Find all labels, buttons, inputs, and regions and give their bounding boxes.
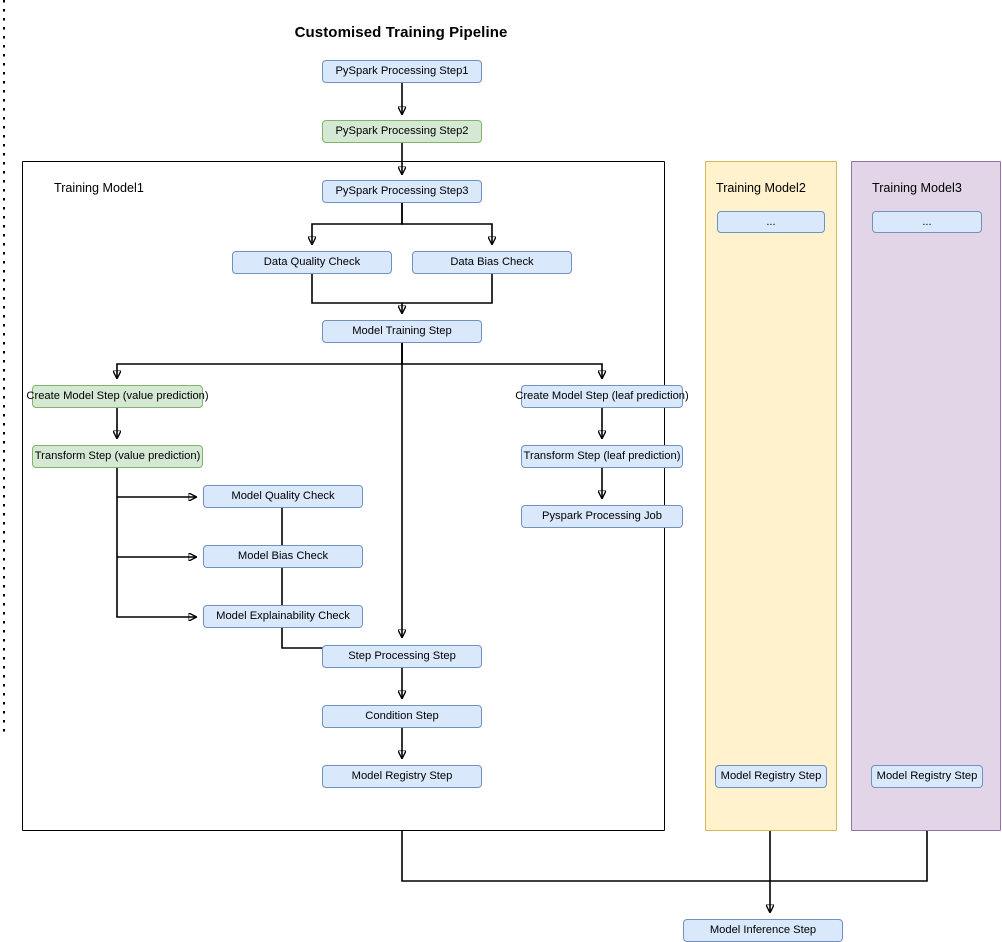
node-model-registry-step-model1[interactable]: Model Registry Step — [322, 765, 482, 788]
node-label: Condition Step — [365, 710, 439, 723]
node-label: Model Registry Step — [720, 770, 822, 783]
group-label-model3: Training Model3 — [872, 181, 962, 195]
group-training-model3 — [851, 161, 1001, 831]
node-pyspark-processing-job[interactable]: Pyspark Processing Job — [521, 505, 683, 528]
node-data-quality-check[interactable]: Data Quality Check — [232, 251, 392, 274]
node-label: Data Quality Check — [263, 256, 361, 269]
group-label-model1: Training Model1 — [54, 181, 144, 195]
node-step-processing-step[interactable]: Step Processing Step — [322, 645, 482, 668]
node-model-quality-check[interactable]: Model Quality Check — [203, 485, 363, 508]
node-model-inference-step[interactable]: Model Inference Step — [683, 919, 843, 942]
node-model-registry-step-model3[interactable]: Model Registry Step — [871, 765, 983, 788]
node-condition-step[interactable]: Condition Step — [322, 705, 482, 728]
node-create-model-step-value-prediction[interactable]: Create Model Step (value prediction) — [26, 385, 209, 408]
node-model-registry-step-model2[interactable]: Model Registry Step — [715, 765, 827, 788]
node-create-model-step-leaf-prediction[interactable]: Create Model Step (leaf prediction) — [515, 385, 689, 408]
node-label: Create Model Step (value prediction) — [26, 390, 209, 403]
node-label: Create Model Step (leaf prediction) — [515, 390, 689, 403]
node-label: Data Bias Check — [450, 256, 534, 269]
node-model-explainability-check[interactable]: Model Explainability Check — [203, 605, 363, 628]
node-pyspark-processing-step1[interactable]: PySpark Processing Step1 — [322, 60, 482, 83]
node-model2-ellipsis[interactable]: ... — [717, 211, 825, 233]
node-transform-step-value-prediction[interactable]: Transform Step (value prediction) — [32, 445, 203, 468]
node-pyspark-processing-step2[interactable]: PySpark Processing Step2 — [322, 120, 482, 143]
group-label-model2: Training Model2 — [716, 181, 806, 195]
node-model-bias-check[interactable]: Model Bias Check — [203, 545, 363, 568]
node-model3-ellipsis[interactable]: ... — [872, 211, 982, 233]
node-data-bias-check[interactable]: Data Bias Check — [412, 251, 572, 274]
node-label: Model Training Step — [352, 325, 452, 338]
group-training-model2 — [705, 161, 837, 831]
node-label: Model Registry Step — [876, 770, 978, 783]
page-edge-dotted-line — [3, 0, 5, 732]
node-label: Pyspark Processing Job — [541, 510, 662, 523]
node-model-training-step[interactable]: Model Training Step — [322, 320, 482, 343]
node-label: Transform Step (leaf prediction) — [523, 450, 681, 463]
node-label: PySpark Processing Step3 — [335, 185, 469, 198]
node-pyspark-processing-step3[interactable]: PySpark Processing Step3 — [322, 180, 482, 203]
node-label: ... — [922, 215, 932, 228]
node-label: Model Inference Step — [709, 924, 817, 937]
node-label: PySpark Processing Step2 — [335, 125, 469, 138]
node-label: Model Quality Check — [231, 490, 335, 503]
node-transform-step-leaf-prediction[interactable]: Transform Step (leaf prediction) — [521, 445, 683, 468]
node-label: Step Processing Step — [348, 650, 456, 663]
page-title: Customised Training Pipeline — [294, 24, 508, 41]
node-label: Model Registry Step — [351, 770, 453, 783]
node-label: PySpark Processing Step1 — [335, 65, 469, 78]
node-label: Model Explainability Check — [216, 610, 350, 623]
node-label: Transform Step (value prediction) — [34, 450, 201, 463]
node-label: Model Bias Check — [237, 550, 329, 563]
node-label: ... — [766, 215, 776, 228]
